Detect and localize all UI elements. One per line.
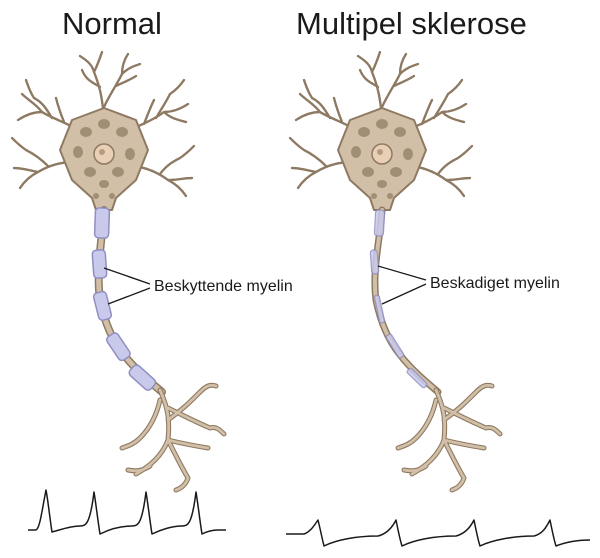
normal-soma-granules — [73, 119, 135, 199]
ms-axon-terminal — [395, 382, 503, 493]
ms-signal-trace — [286, 519, 591, 547]
normal-signal-trace — [28, 489, 226, 535]
normal-neuron — [10, 50, 227, 493]
normal-axon-terminal — [119, 382, 227, 493]
ms-pointer-lines — [377, 265, 427, 305]
label-protective-myelin: Beskyttende myelin — [154, 278, 293, 295]
label-damaged-myelin: Beskadiget myelin — [430, 275, 560, 292]
title-normal: Normal — [62, 6, 162, 41]
normal-myelin-sheaths — [91, 207, 157, 391]
ms-damaged-myelin — [369, 209, 428, 389]
ms-soma-granules — [351, 119, 413, 199]
ms-neuron — [288, 50, 503, 493]
title-multiple-sclerosis: Multipel sklerose — [296, 6, 527, 41]
normal-pointer-lines — [103, 267, 151, 305]
